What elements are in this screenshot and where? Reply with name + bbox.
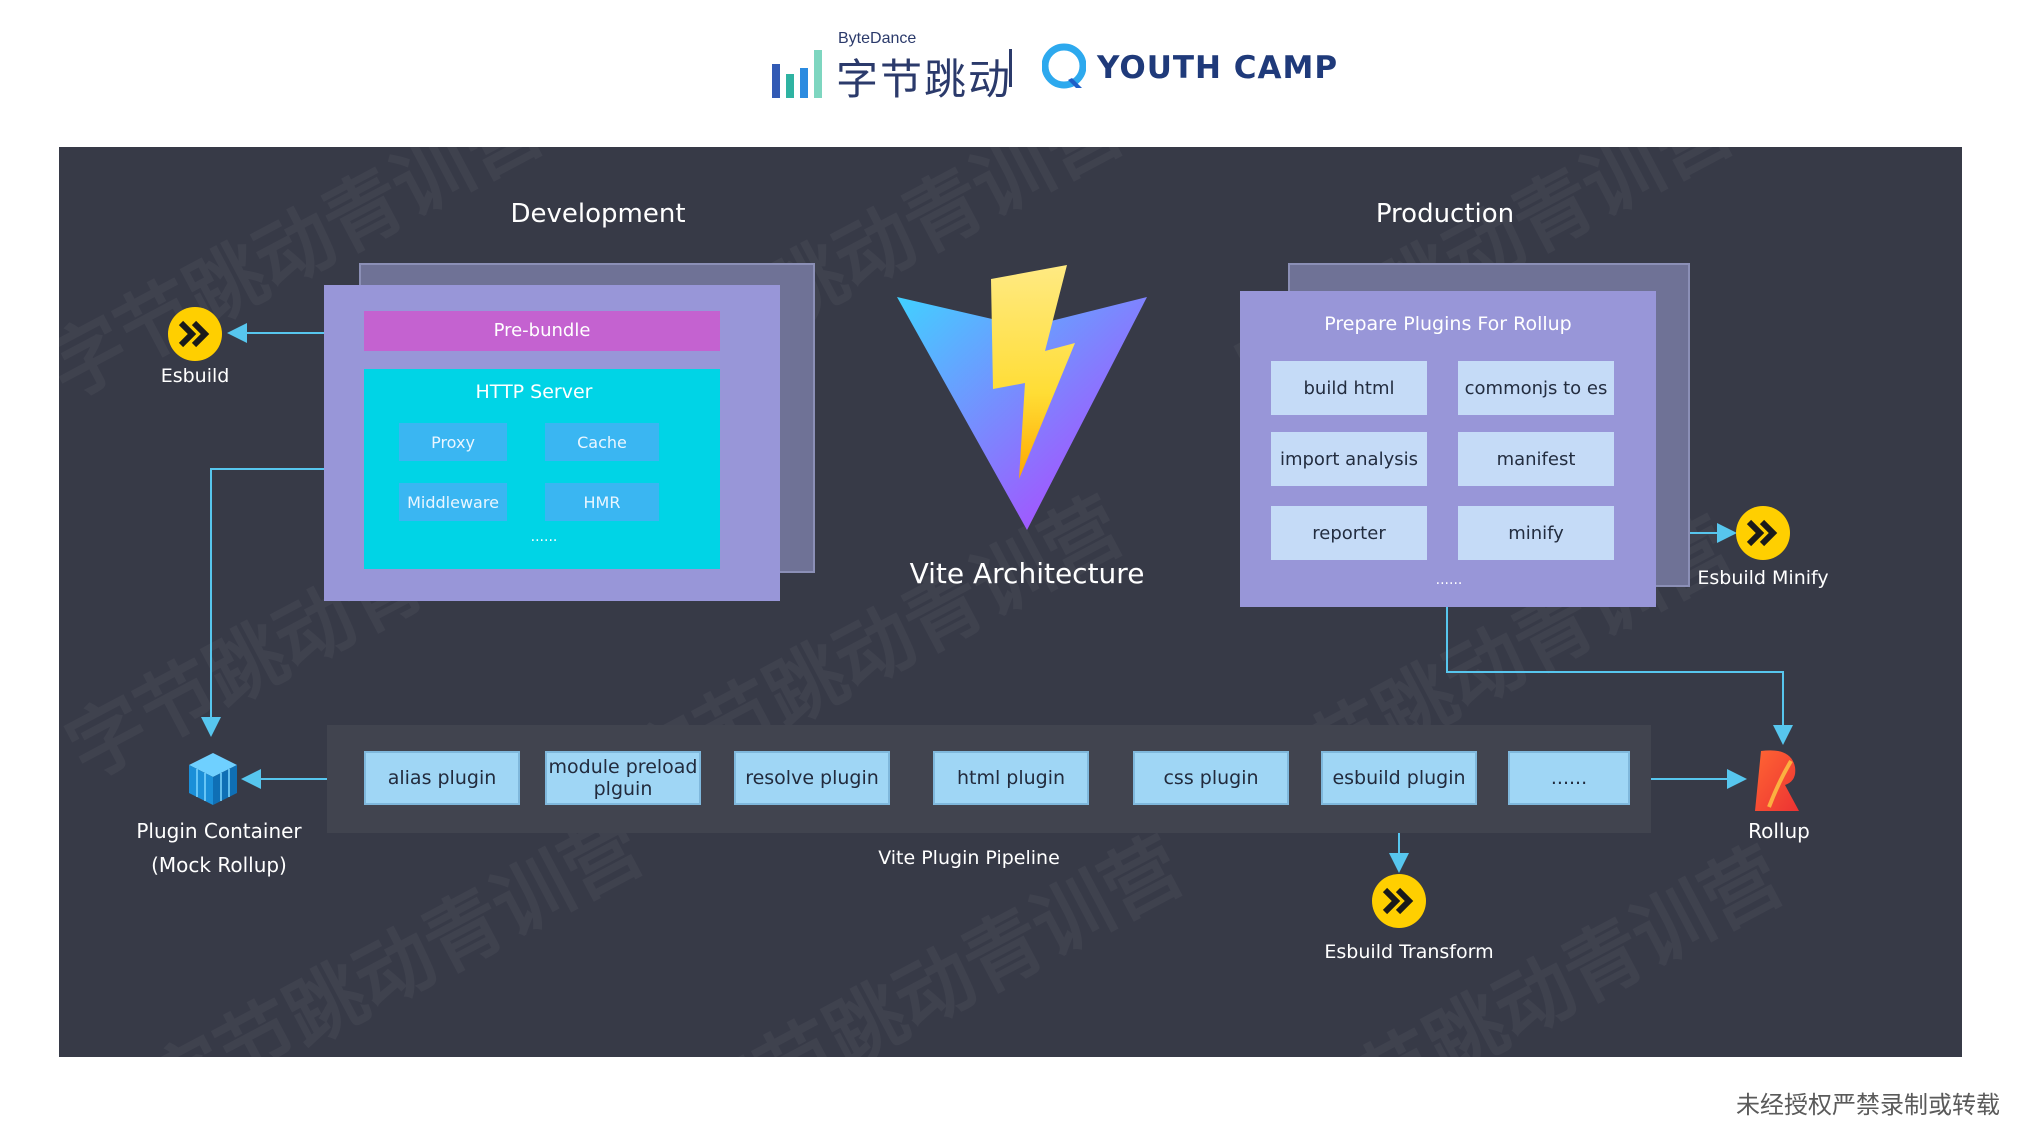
- esbuild-plugin-box: esbuild plugin: [1321, 751, 1477, 805]
- import-analysis-box: import analysis: [1271, 432, 1427, 486]
- esbuild-minify-label: Esbuild Minify: [1697, 567, 1829, 589]
- rollup-logo-icon: [1755, 750, 1799, 811]
- esbuild-minify-icon: [1736, 506, 1790, 560]
- pre-bundle-box: Pre-bundle: [364, 311, 720, 351]
- esbuild-transform-icon: [1372, 874, 1426, 928]
- alias-plugin-box: alias plugin: [364, 751, 520, 805]
- mock-rollup-label: (Mock Rollup): [151, 853, 287, 877]
- rollup-label: Rollup: [1748, 819, 1810, 843]
- youth-camp-text: YOUTH CAMP: [1097, 50, 1339, 86]
- build-html-box: build html: [1271, 361, 1427, 415]
- header-bar: ByteDance 字节跳动 YOUTH CAMP: [0, 24, 2026, 114]
- production-title: Production: [1375, 199, 1515, 229]
- http-server-box: [364, 369, 720, 569]
- vite-architecture-title: Vite Architecture: [909, 557, 1145, 590]
- esbuild-icon: [168, 307, 222, 361]
- plugin-container-cube-icon: [189, 753, 237, 805]
- http-server-label: HTTP Server: [475, 381, 593, 403]
- plugin-container-label: Plugin Container: [136, 819, 302, 843]
- more-plugins-box: ......: [1508, 751, 1630, 805]
- module-preload-plugin-box: module preload plguin: [545, 751, 701, 805]
- prod-ellipsis: ......: [1435, 572, 1463, 588]
- middleware-box: Middleware: [399, 483, 507, 521]
- bytedance-logo-icon: [772, 50, 822, 98]
- html-plugin-box: html plugin: [933, 751, 1089, 805]
- bytedance-en-text: ByteDance: [838, 30, 917, 47]
- header-divider: [1009, 49, 1012, 87]
- development-title: Development: [510, 199, 686, 229]
- manifest-box: manifest: [1458, 432, 1614, 486]
- esbuild-label: Esbuild: [160, 365, 230, 387]
- commonjs-to-es-box: commonjs to es: [1458, 361, 1614, 415]
- server-ellipsis: ......: [530, 529, 558, 545]
- youth-camp-logo-icon: [1042, 43, 1086, 89]
- resolve-plugin-box: resolve plugin: [734, 751, 890, 805]
- bytedance-cn-text: 字节跳动: [836, 55, 1013, 104]
- hmr-box: HMR: [545, 483, 659, 521]
- architecture-slide: 字节跳动青训营 字节跳动青训营 字节跳动青训营 字节跳动青训营 字节跳动青训营 …: [59, 147, 1962, 1057]
- proxy-box: Proxy: [399, 423, 507, 461]
- pipeline-label: Vite Plugin Pipeline: [878, 847, 1060, 869]
- prepare-plugins-label: Prepare Plugins For Rollup: [1324, 313, 1572, 335]
- cache-box: Cache: [545, 423, 659, 461]
- vite-logo-icon: [897, 265, 1147, 530]
- css-plugin-box: css plugin: [1133, 751, 1289, 805]
- reporter-box: reporter: [1271, 506, 1427, 560]
- footer-notice: 未经授权严禁录制或转载: [1736, 1091, 2000, 1119]
- esbuild-transform-label: Esbuild Transform: [1324, 941, 1494, 963]
- minify-box: minify: [1458, 506, 1614, 560]
